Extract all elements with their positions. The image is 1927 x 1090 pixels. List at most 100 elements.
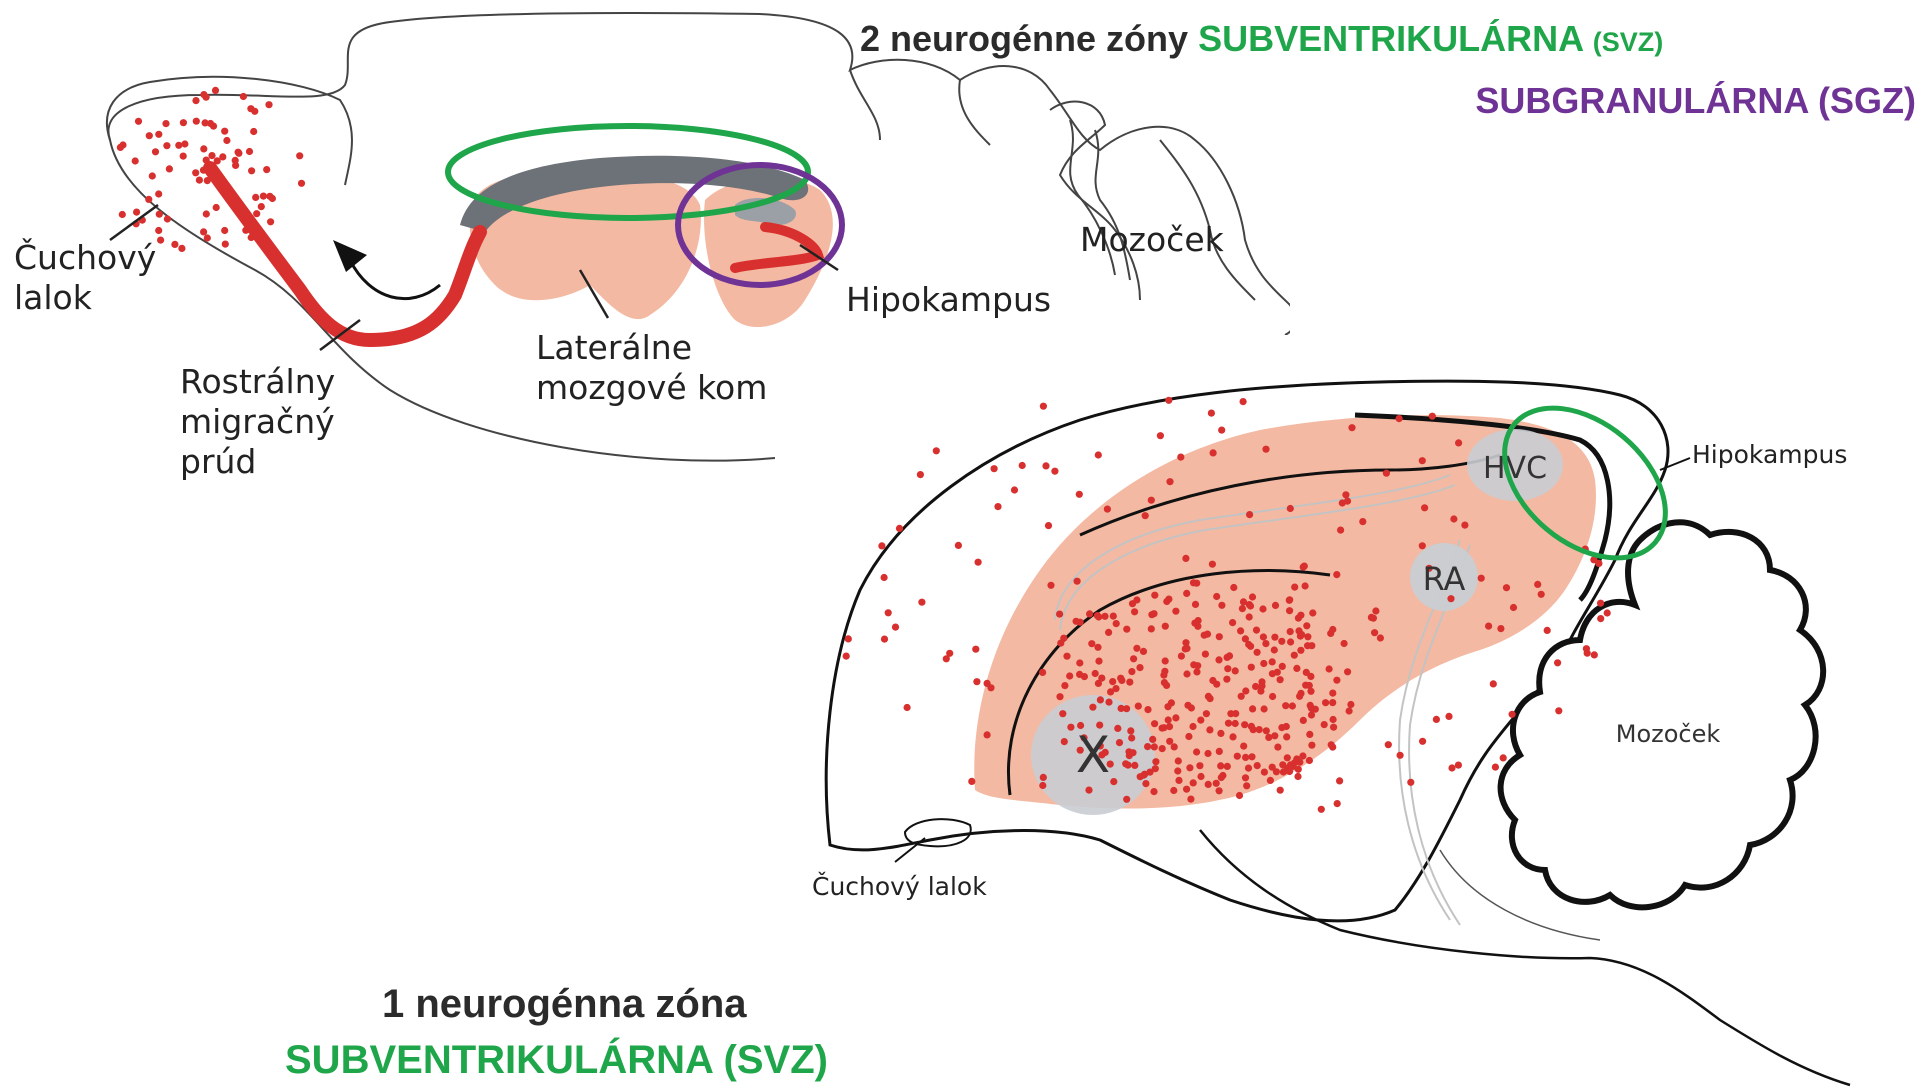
neuron-dot: [1383, 470, 1390, 477]
neuron-dot: [1597, 600, 1604, 607]
rms-line3: prúd: [180, 442, 335, 482]
neuron-dot: [1101, 613, 1108, 620]
neuron-dot: [1225, 720, 1232, 727]
neuron-dot: [1183, 670, 1190, 677]
neuron-dot: [1294, 773, 1301, 780]
neuron-dot: [1300, 564, 1307, 571]
neuron-dot: [1175, 757, 1182, 764]
neuron-dot: [200, 228, 207, 235]
neuron-dot: [1242, 687, 1249, 694]
neuron-dot: [1262, 640, 1269, 647]
neuron-dot: [1172, 608, 1179, 615]
neuron-dot: [1224, 654, 1231, 661]
neuron-dot: [1240, 398, 1247, 405]
neuron-dot: [1213, 780, 1220, 787]
neuron-dot: [845, 635, 852, 642]
neuron-dot: [193, 118, 200, 125]
neuron-dot: [178, 245, 185, 252]
neuron-dot: [1190, 661, 1197, 668]
neuron-dot: [1186, 764, 1193, 771]
neuron-dot: [250, 128, 257, 135]
neuron-dot: [1265, 734, 1272, 741]
neuron-dot: [881, 574, 888, 581]
neuron-dot: [1104, 506, 1111, 513]
neuron-dot: [221, 227, 228, 234]
ra-label: RA: [1423, 560, 1466, 598]
neuron-dot: [1105, 699, 1112, 706]
neuron-dot: [1503, 584, 1510, 591]
neuron-dot: [155, 131, 162, 138]
neuron-dot: [904, 704, 911, 711]
neuron-dot: [1089, 704, 1096, 711]
neuron-dot: [1302, 682, 1309, 689]
neuron-dot: [1299, 752, 1306, 759]
neuron-dot: [1584, 650, 1591, 657]
neuron-dot: [1337, 527, 1344, 534]
neuron-dot: [1183, 786, 1190, 793]
bottom-header-line1: 1 neurogénna zóna: [382, 982, 747, 1027]
neuron-dot: [1250, 726, 1257, 733]
neuron-dot: [987, 684, 994, 691]
neuron-dot: [1207, 695, 1214, 702]
neuron-dot: [1118, 677, 1125, 684]
neuron-dot: [1297, 633, 1304, 640]
neuron-dot: [1293, 665, 1300, 672]
neuron-dot: [1234, 753, 1241, 760]
neuron-dot: [1224, 763, 1231, 770]
neuron-dot: [1085, 787, 1092, 794]
neuron-dot: [253, 210, 260, 217]
neuron-dot: [1161, 679, 1168, 686]
neuron-dot: [1215, 656, 1222, 663]
neuron-dot: [1182, 645, 1189, 652]
neuron-dot: [1283, 733, 1290, 740]
neuron-dot: [1040, 774, 1047, 781]
neuron-dot: [1210, 449, 1217, 456]
neuron-dot: [248, 167, 255, 174]
neuron-dot: [1242, 754, 1249, 761]
neuron-dot: [1066, 672, 1073, 679]
neuron-dot: [1142, 780, 1149, 787]
neuron-dot: [1056, 693, 1063, 700]
neuron-dot: [984, 731, 991, 738]
neuron-dot: [298, 180, 305, 187]
neuron-dot: [1105, 629, 1112, 636]
neuron-dot: [133, 209, 140, 216]
neuron-dot: [1497, 625, 1504, 632]
neuron-dot: [251, 108, 258, 115]
neuron-dot: [252, 194, 259, 201]
neuron-dot: [1189, 723, 1196, 730]
neuron-dot: [222, 241, 229, 248]
neuron-dot: [1205, 781, 1212, 788]
neuron-dot: [1092, 670, 1099, 677]
neuron-dot: [1095, 451, 1102, 458]
neuron-dot: [1113, 620, 1120, 627]
neuron-dot: [1249, 705, 1256, 712]
neuron-dot: [1094, 644, 1101, 651]
neuron-dot: [1534, 581, 1541, 588]
neuron-dot: [152, 148, 159, 155]
neuron-dot: [1329, 699, 1336, 706]
neuron-dot: [1149, 736, 1156, 743]
neuron-dot: [1277, 787, 1284, 794]
neuron-dot: [917, 471, 924, 478]
neuron-dot: [1165, 716, 1172, 723]
neuron-dot: [1296, 693, 1303, 700]
neuron-dot: [260, 193, 267, 200]
neuron-dot: [1246, 511, 1253, 518]
neuron-dot: [1076, 491, 1083, 498]
neuron-dot: [1293, 755, 1300, 762]
neuron-dot: [265, 101, 272, 108]
neuron-dot: [1377, 634, 1384, 641]
neuron-dot: [1185, 733, 1192, 740]
neuron-dot: [1067, 724, 1074, 731]
neuron-dot: [1223, 676, 1230, 683]
neuron-dot: [1193, 668, 1200, 675]
neuron-dot: [1260, 633, 1267, 640]
neuron-dot: [1177, 454, 1184, 461]
neuron-dot: [1330, 724, 1337, 731]
neuron-dot: [1261, 769, 1268, 776]
neuron-dot: [213, 204, 220, 211]
neuron-dot: [1247, 602, 1254, 609]
neuron-dot: [1232, 667, 1239, 674]
neuron-dot: [1259, 605, 1266, 612]
